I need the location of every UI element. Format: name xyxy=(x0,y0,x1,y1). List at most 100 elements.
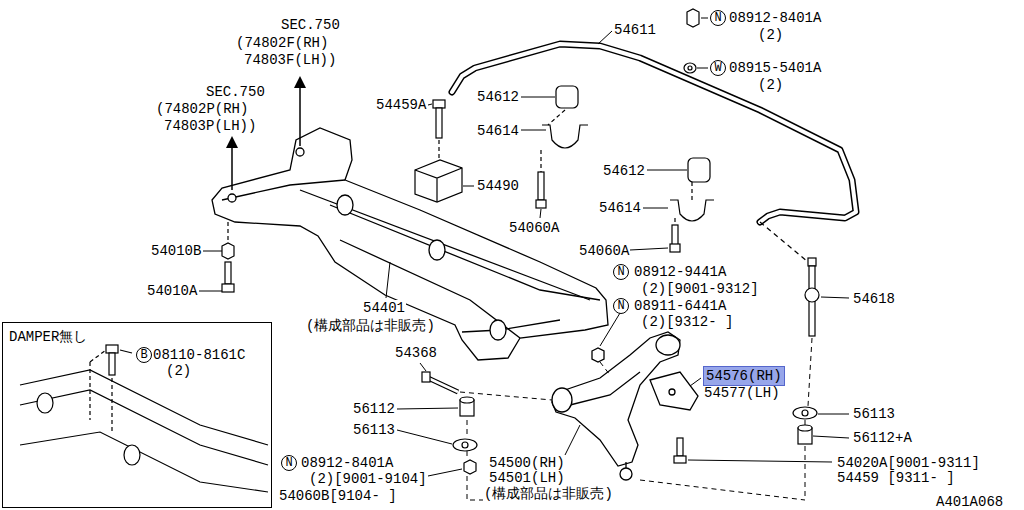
stabilizer-link xyxy=(805,288,819,302)
label-slot: (2)[9312- ] xyxy=(640,314,734,330)
leader-line xyxy=(630,248,668,250)
inset-illustration xyxy=(124,445,140,465)
bushing-bolt xyxy=(222,243,234,259)
bushing-bolt xyxy=(222,284,234,292)
label-slot: 54060A xyxy=(508,220,560,236)
circle-letter: B xyxy=(140,349,147,361)
label-slot: 54060A xyxy=(578,243,630,259)
subframe xyxy=(222,180,345,200)
part-number: 54010A xyxy=(146,283,198,299)
subframe xyxy=(462,320,560,332)
label-slot: 56113 xyxy=(852,406,896,422)
label-slot: 54060B[9104- ] xyxy=(278,488,398,504)
leader-line xyxy=(643,208,668,209)
bushing-bracket xyxy=(542,125,588,148)
note-text: (2) xyxy=(165,363,192,379)
part-number: 54490 xyxy=(476,178,520,194)
mount-block xyxy=(415,168,462,202)
bolt-nut xyxy=(428,378,458,392)
leader-line xyxy=(397,430,452,444)
leader-line xyxy=(598,31,612,44)
bolt-nut xyxy=(677,438,683,456)
label-slot: (2) xyxy=(165,363,192,379)
bushing-bracket xyxy=(684,63,696,73)
part-number: 54401 xyxy=(362,300,406,316)
mount-block xyxy=(438,140,439,160)
circled-letter: B xyxy=(136,347,152,363)
leader-line xyxy=(428,104,432,105)
inset-illustration xyxy=(20,432,268,492)
label-slot: (構成部品は非販売) xyxy=(305,318,436,334)
leader-line xyxy=(565,425,580,455)
part-number: 08912-8401A xyxy=(300,455,394,471)
part-number: 74803P(LH)) xyxy=(163,118,257,134)
subframe xyxy=(296,148,304,156)
note-text: (2) xyxy=(757,27,784,43)
label-slot: SEC.750 xyxy=(205,84,266,100)
assembly-dashed-line xyxy=(640,480,805,500)
bolt-nut xyxy=(802,410,808,416)
label-slot: 54611 xyxy=(613,22,657,38)
subframe xyxy=(228,194,236,202)
note-text: SEC.750 xyxy=(205,84,266,100)
control-arm xyxy=(650,372,698,410)
bolt-nut xyxy=(428,378,458,392)
leader-line xyxy=(647,170,687,171)
circled-letter: N xyxy=(281,455,297,471)
part-number: 54577(LH) xyxy=(703,385,781,401)
label-slot: (2)[9001-9104] xyxy=(308,471,428,487)
label-slot: 08912-9441A xyxy=(633,264,727,280)
inset-illustration xyxy=(20,345,268,492)
bolt-nut xyxy=(674,456,686,463)
direction-arrow xyxy=(299,82,301,146)
bushing-bracket xyxy=(541,110,692,225)
bolt-nut xyxy=(464,460,476,474)
stabilizer-link xyxy=(760,222,819,336)
part-number: 54459 [9311- ] xyxy=(836,470,956,486)
label-slot: 56113 xyxy=(352,422,396,438)
label-slot: 54612 xyxy=(476,89,520,105)
bushing-bracket xyxy=(536,200,546,208)
part-number: 54614 xyxy=(476,123,520,139)
leader-line xyxy=(697,68,708,69)
note-text: (2)[9001-9312] xyxy=(640,281,760,297)
part-number: 74803F(LH)) xyxy=(243,52,337,68)
part-number: 08912-9441A xyxy=(633,264,727,280)
part-number: 54501(LH) xyxy=(488,470,566,486)
stabilizer-link xyxy=(808,258,816,266)
inset-illustration xyxy=(90,350,112,432)
label-slot: 08912-8401A xyxy=(300,455,394,471)
circle-letter: N xyxy=(285,457,292,469)
part-number: 56113 xyxy=(852,406,896,422)
note-text: (74802P(RH) xyxy=(155,101,249,117)
label-slot: 54459A xyxy=(375,97,427,113)
part-number: 54010B xyxy=(150,243,202,259)
part-number: 54611 xyxy=(613,22,657,38)
bushing-bolt xyxy=(227,222,228,243)
stabilizer-bar xyxy=(452,44,856,222)
highlight-box: 54576(RH) xyxy=(703,366,785,386)
leader-line xyxy=(540,209,541,218)
part-number: 54612 xyxy=(602,163,646,179)
label-slot: 54490 xyxy=(476,178,520,194)
label-slot: (2) xyxy=(757,27,784,43)
mount-block xyxy=(415,160,462,202)
note-text: (74802F(RH) xyxy=(235,35,329,51)
label-slot: 08915-5401A xyxy=(728,60,822,76)
circled-letter: W xyxy=(710,60,726,76)
bolt-nut xyxy=(798,425,812,431)
stabilizer-bar xyxy=(452,44,856,222)
circled-letter: N xyxy=(613,298,629,314)
label-slot: A401A068 xyxy=(935,494,1004,510)
inset-illustration xyxy=(37,393,53,413)
control-arm xyxy=(620,468,632,480)
leader-line xyxy=(521,97,555,98)
leader-line xyxy=(688,460,832,462)
bushing-bracket xyxy=(670,244,680,252)
subframe xyxy=(300,190,590,300)
leader-line xyxy=(203,251,222,252)
label-slot: 54020A[9001-9311] xyxy=(836,455,981,471)
part-number: 54576(RH) xyxy=(706,368,782,384)
label-slot: 54614 xyxy=(598,200,642,216)
leader-line xyxy=(386,262,390,298)
